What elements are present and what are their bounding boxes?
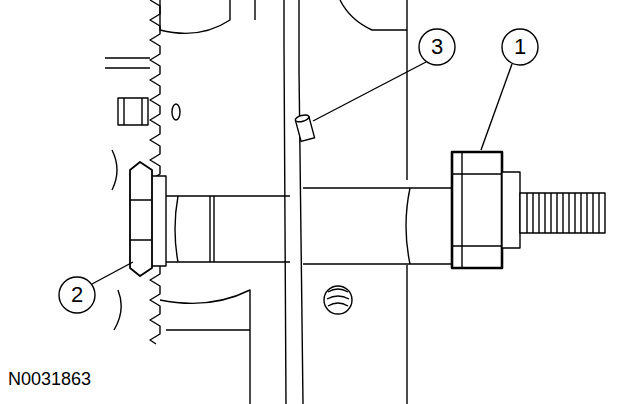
threaded-hole [324, 286, 352, 314]
nut-flats [452, 152, 502, 268]
callout-number: 2 [71, 284, 83, 306]
dowel-pin [295, 114, 315, 142]
hole [172, 104, 180, 120]
callout-circle [419, 29, 455, 65]
figure-id: N0031863 [8, 370, 91, 388]
shaft [303, 188, 452, 264]
housing-edge [340, 0, 407, 30]
upper-bolt-flats [124, 98, 142, 125]
callout-number: 3 [431, 36, 443, 58]
upper-bolt [118, 98, 148, 125]
plate-edge [254, 0, 255, 20]
threaded-stud [520, 193, 605, 233]
shaft [166, 196, 290, 262]
plate-edge [299, 0, 303, 404]
sprocket-face [160, 0, 230, 33]
sprocket-bolt [130, 162, 152, 276]
hole-threads [327, 289, 349, 306]
callout-number: 1 [514, 36, 526, 58]
callout-circle [502, 29, 538, 65]
leader-line [481, 64, 512, 150]
bracket-edge [105, 58, 150, 68]
stud-threads [527, 193, 599, 233]
nut [452, 152, 502, 268]
casting-edge [112, 150, 121, 330]
bolt-flat [130, 200, 152, 240]
shaft-detail [175, 196, 214, 262]
shaft-shoulder [406, 188, 410, 264]
callout-circle [59, 277, 95, 313]
plate-edge [284, 0, 286, 404]
leader-line [92, 262, 133, 284]
collar [502, 172, 520, 248]
leader-line [313, 62, 426, 121]
sprocket-face [160, 290, 250, 404]
